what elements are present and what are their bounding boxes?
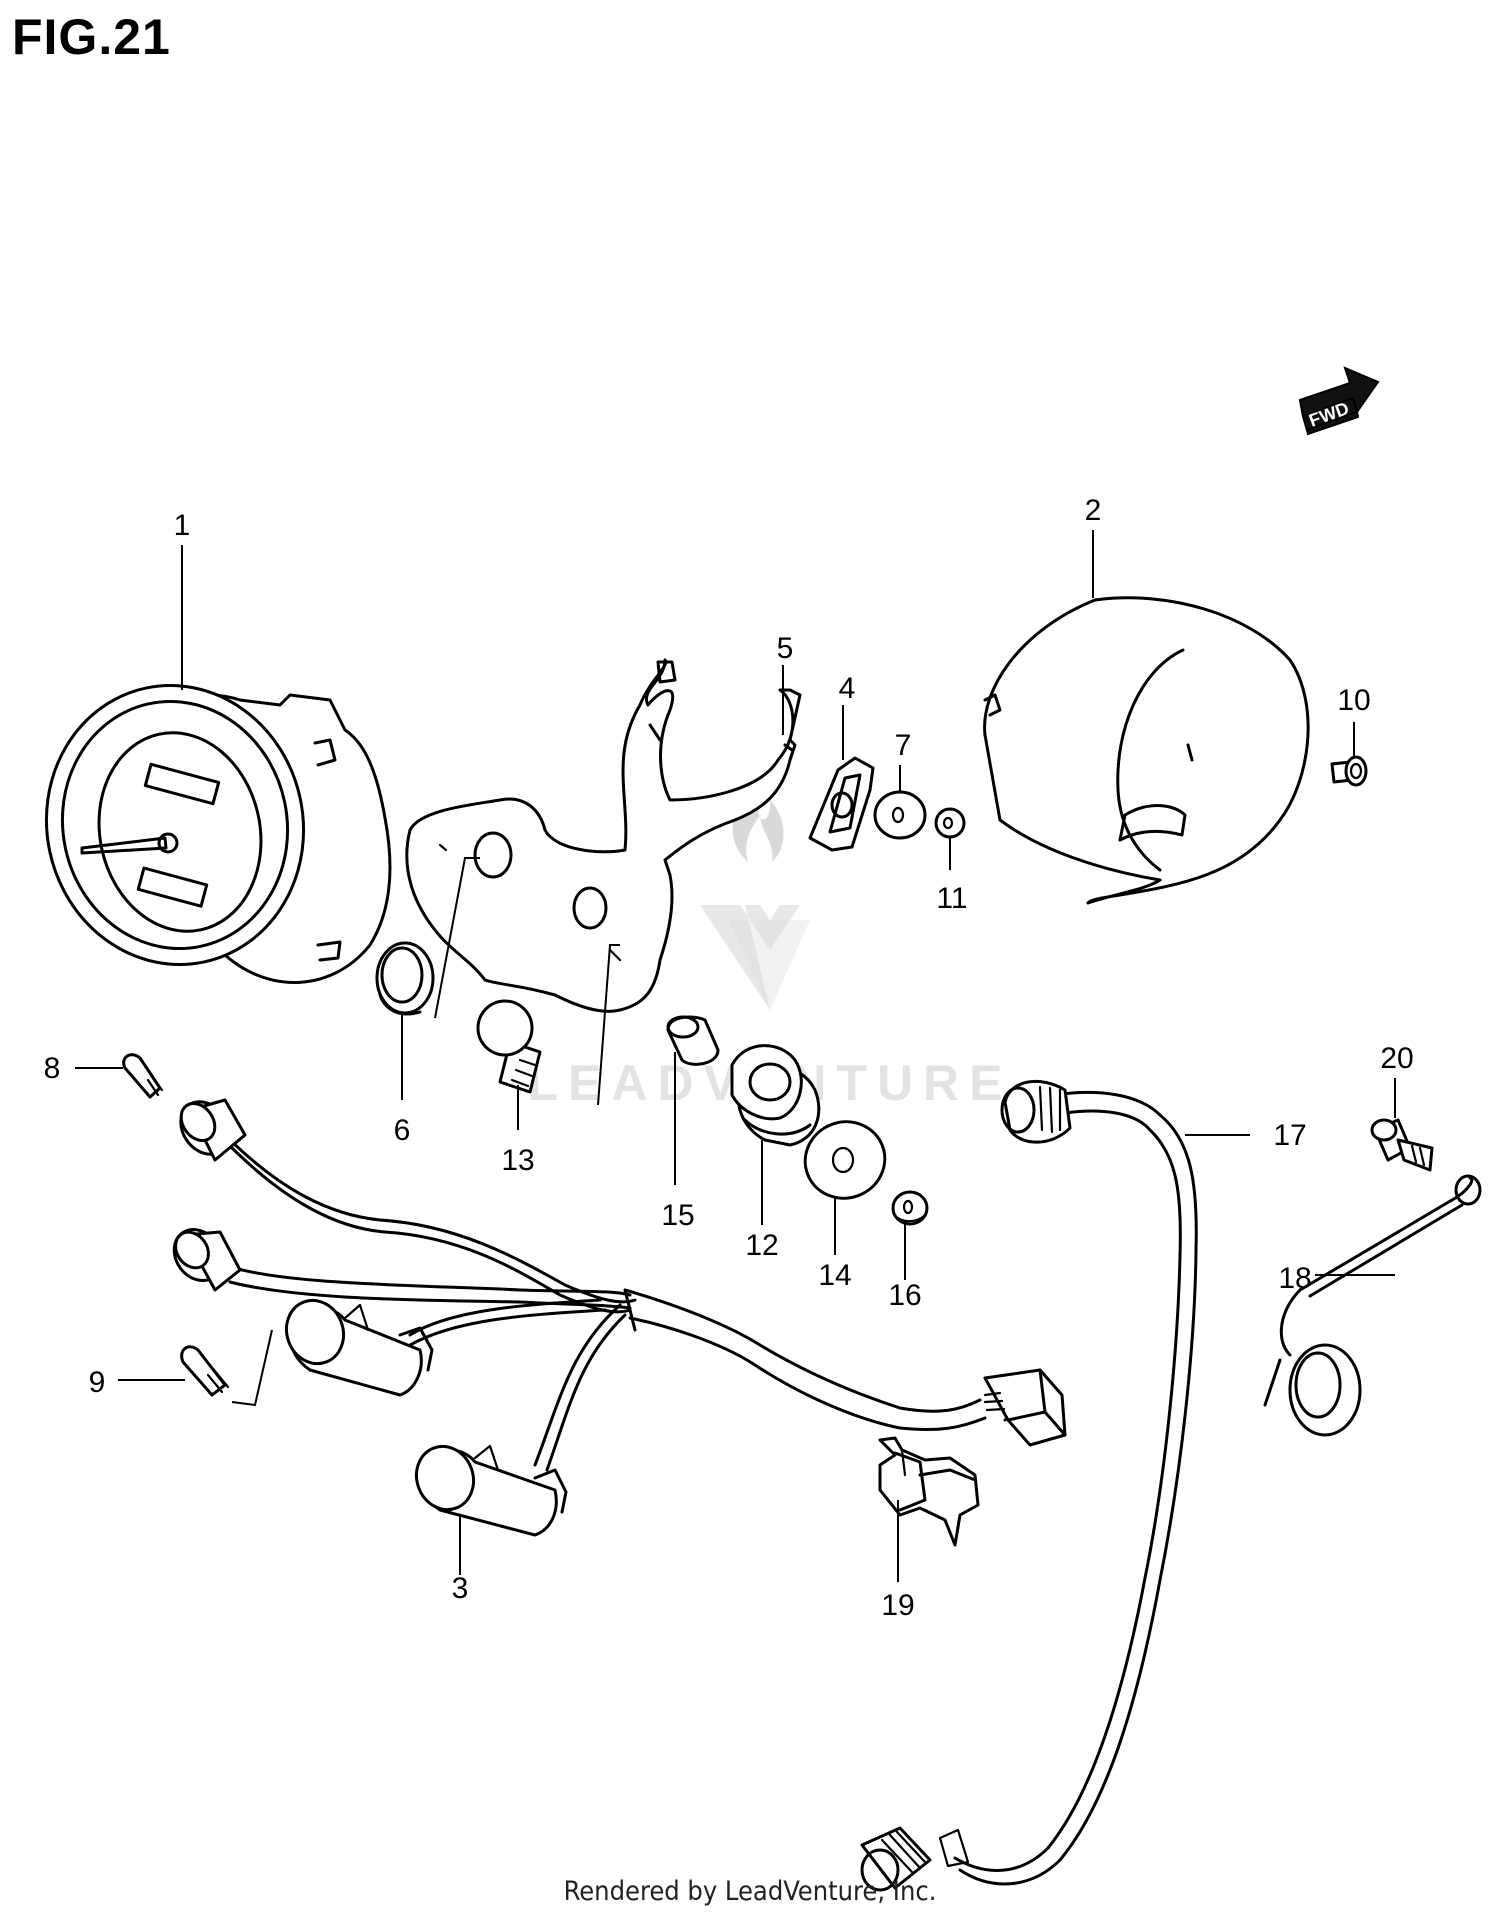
part-10-bolt xyxy=(1330,755,1368,787)
part-16-nut xyxy=(891,1190,929,1226)
callout-4: 4 xyxy=(839,672,856,705)
callout-13: 13 xyxy=(501,1144,534,1177)
part-15-collar xyxy=(666,1015,720,1066)
part-7-washer xyxy=(873,790,927,840)
callout-17: 17 xyxy=(1273,1119,1306,1152)
callout-18: 18 xyxy=(1278,1262,1311,1295)
part-8-bulb xyxy=(122,1053,164,1099)
callout-5: 5 xyxy=(777,632,794,665)
callout-3: 3 xyxy=(452,1572,469,1605)
callout-7: 7 xyxy=(895,729,912,762)
callout-16: 16 xyxy=(888,1279,921,1312)
part-17-cable xyxy=(860,1079,1198,1892)
callout-12: 12 xyxy=(745,1229,778,1262)
part-5-bracket xyxy=(405,658,802,1013)
callout-9: 9 xyxy=(89,1366,106,1399)
callout-19: 19 xyxy=(881,1589,914,1622)
part-12-cushion xyxy=(730,1044,821,1147)
leader-13b xyxy=(597,944,620,1106)
part-20-bolt xyxy=(1370,1118,1434,1172)
part-6-grommet xyxy=(375,941,435,1016)
callout-8: 8 xyxy=(44,1052,61,1085)
fwd-arrow-icon: FWD xyxy=(1298,366,1380,436)
part-19-clamp xyxy=(878,1436,980,1547)
part-2-cover xyxy=(983,596,1310,905)
part-13-stud xyxy=(476,999,542,1094)
part-11-nut xyxy=(934,807,966,839)
callout-14: 14 xyxy=(818,1259,851,1292)
footer-credit: Rendered by LeadVenture, Inc. xyxy=(563,1876,937,1907)
callout-6: 6 xyxy=(394,1114,411,1147)
callout-1: 1 xyxy=(174,509,191,542)
callout-15: 15 xyxy=(661,1199,694,1232)
callout-11: 11 xyxy=(936,882,967,915)
part-3-harness xyxy=(172,1098,1067,1537)
part-9-bulb xyxy=(180,1345,230,1397)
figure-title: FIG.21 xyxy=(12,9,171,65)
part-1-speedometer xyxy=(44,683,392,984)
callout-10: 10 xyxy=(1337,684,1370,717)
part-4-insert xyxy=(808,756,875,852)
part-18-spring xyxy=(1263,1174,1482,1437)
leader-9b xyxy=(231,1329,273,1407)
part-14-washer xyxy=(803,1120,887,1200)
leader-6b xyxy=(434,857,480,1019)
callout-2: 2 xyxy=(1085,494,1102,527)
callout-20: 20 xyxy=(1380,1042,1413,1075)
